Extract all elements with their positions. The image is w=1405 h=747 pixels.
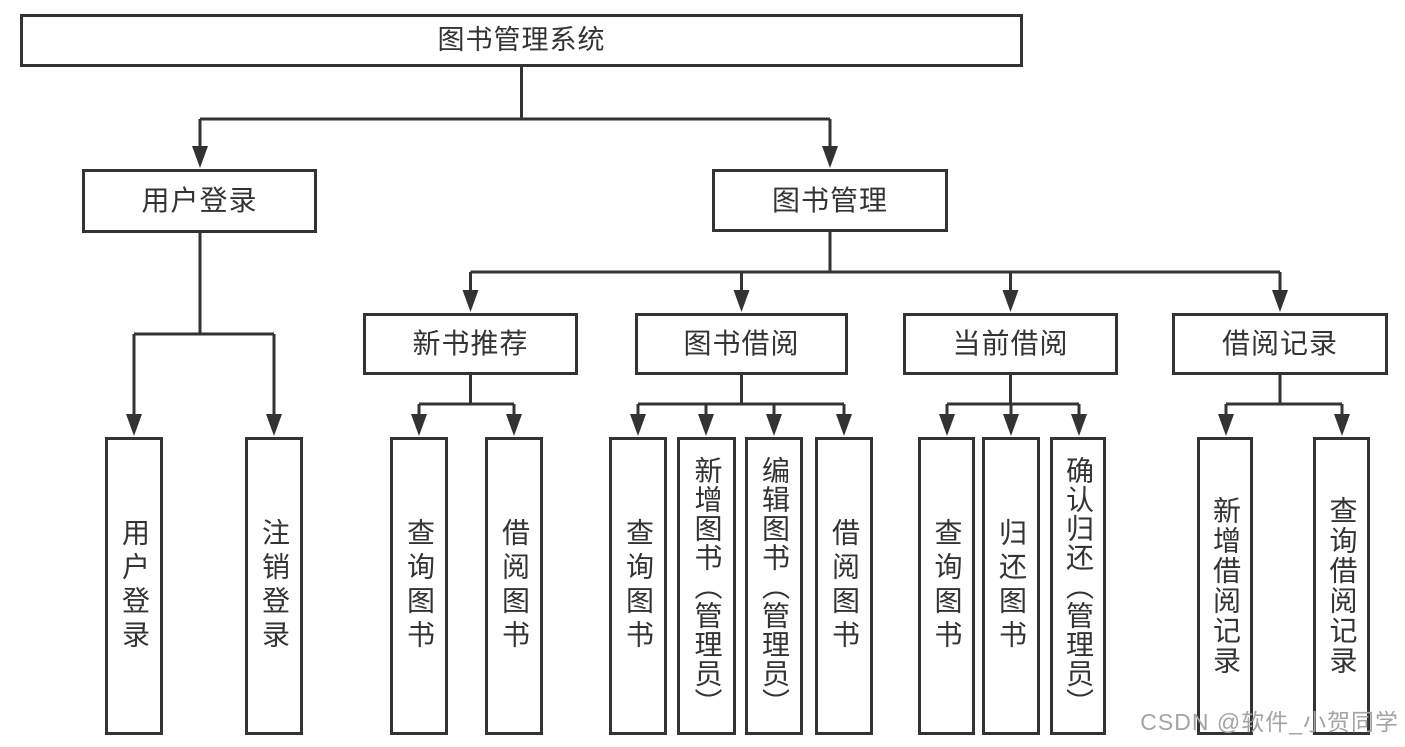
connector-currentborrow-to-children: [945, 375, 1081, 418]
leaf-return-book: 归还图书: [982, 437, 1040, 735]
leaf-query-borrow-record: 查询借阅记录: [1313, 437, 1370, 735]
node-label: 注销登录: [259, 518, 290, 654]
arrow-down-icon: [192, 146, 208, 168]
arrow-down-icon: [698, 414, 714, 436]
node-label: 编辑图书（管理员）: [759, 455, 790, 717]
leaf-user-login: 用户登录: [105, 437, 163, 735]
node-label: 查询图书: [404, 518, 435, 654]
node-label: 确认归还（管理员）: [1063, 455, 1094, 717]
node-root-library-system: 图书管理系统: [20, 14, 1023, 67]
arrow-down-icon: [126, 414, 142, 436]
leaf-confirm-return-admin: 确认归还（管理员）: [1050, 437, 1106, 735]
node-label: 图书管理: [771, 184, 888, 216]
connector-bookmgmt-to-level3: [469, 232, 1282, 294]
arrow-down-icon: [1002, 290, 1019, 312]
arrow-down-icon: [836, 414, 852, 436]
node-label: 用户登录: [141, 185, 258, 216]
node-label: 图书管理系统: [437, 25, 606, 55]
node-book-management: 图书管理: [712, 169, 948, 232]
arrow-down-icon: [766, 414, 782, 436]
leaf-logout: 注销登录: [245, 437, 303, 735]
node-label: 新书推荐: [412, 328, 529, 359]
leaf-query-book-borrow: 查询图书: [609, 437, 667, 735]
node-label: 归还图书: [996, 518, 1027, 654]
node-borrow-records: 借阅记录: [1172, 313, 1388, 375]
arrow-down-icon: [411, 414, 427, 436]
arrow-down-icon: [939, 414, 955, 436]
connector-root-to-level2: [198, 67, 832, 150]
node-new-book-recommend: 新书推荐: [363, 313, 578, 375]
arrow-down-icon: [1071, 414, 1087, 436]
arrow-down-icon: [462, 290, 479, 312]
leaf-add-book-admin: 新增图书（管理员）: [677, 437, 736, 735]
node-label: 新增借阅记录: [1210, 496, 1241, 676]
leaf-borrow-book: 借阅图书: [815, 437, 873, 735]
node-label: 查询图书: [623, 518, 654, 654]
leaf-edit-book-admin: 编辑图书（管理员）: [745, 437, 803, 735]
arrow-down-icon: [506, 414, 522, 436]
csdn-watermark: CSDN @软件_小贺同学: [1140, 709, 1399, 735]
node-current-borrow: 当前借阅: [903, 313, 1118, 375]
node-label: 借阅记录: [1221, 328, 1338, 359]
node-label: 当前借阅: [952, 328, 1069, 359]
arrow-down-icon: [1003, 414, 1019, 436]
leaf-borrow-book-recommend: 借阅图书: [485, 437, 543, 735]
arrow-down-icon: [822, 146, 838, 168]
connector-bookborrow-to-children: [636, 375, 846, 418]
leaf-add-borrow-record: 新增借阅记录: [1197, 437, 1253, 735]
leaf-query-book-current: 查询图书: [918, 437, 975, 735]
node-label: 图书借阅: [683, 328, 800, 359]
arrow-down-icon: [1218, 414, 1234, 436]
arrow-down-icon: [733, 290, 750, 312]
node-label: 借阅图书: [829, 518, 860, 654]
arrow-down-icon: [630, 414, 646, 436]
node-label: 查询借阅记录: [1326, 496, 1358, 676]
node-label: 新增图书（管理员）: [691, 455, 723, 717]
node-user-login: 用户登录: [82, 169, 317, 233]
node-book-borrow: 图书借阅: [635, 313, 848, 375]
node-label: 用户登录: [119, 518, 150, 654]
leaf-query-book-recommend: 查询图书: [390, 437, 448, 735]
connector-newbook-to-children: [417, 375, 516, 418]
arrow-down-icon: [1272, 290, 1288, 312]
node-label: 借阅图书: [499, 518, 530, 654]
arrow-down-icon: [266, 414, 282, 436]
arrowheads: [126, 146, 1350, 436]
connector-borrowrecord-to-children: [1224, 375, 1344, 418]
arrow-down-icon: [1334, 414, 1350, 436]
connector-userlogin-to-children: [132, 233, 276, 418]
node-label: 查询图书: [931, 518, 963, 654]
